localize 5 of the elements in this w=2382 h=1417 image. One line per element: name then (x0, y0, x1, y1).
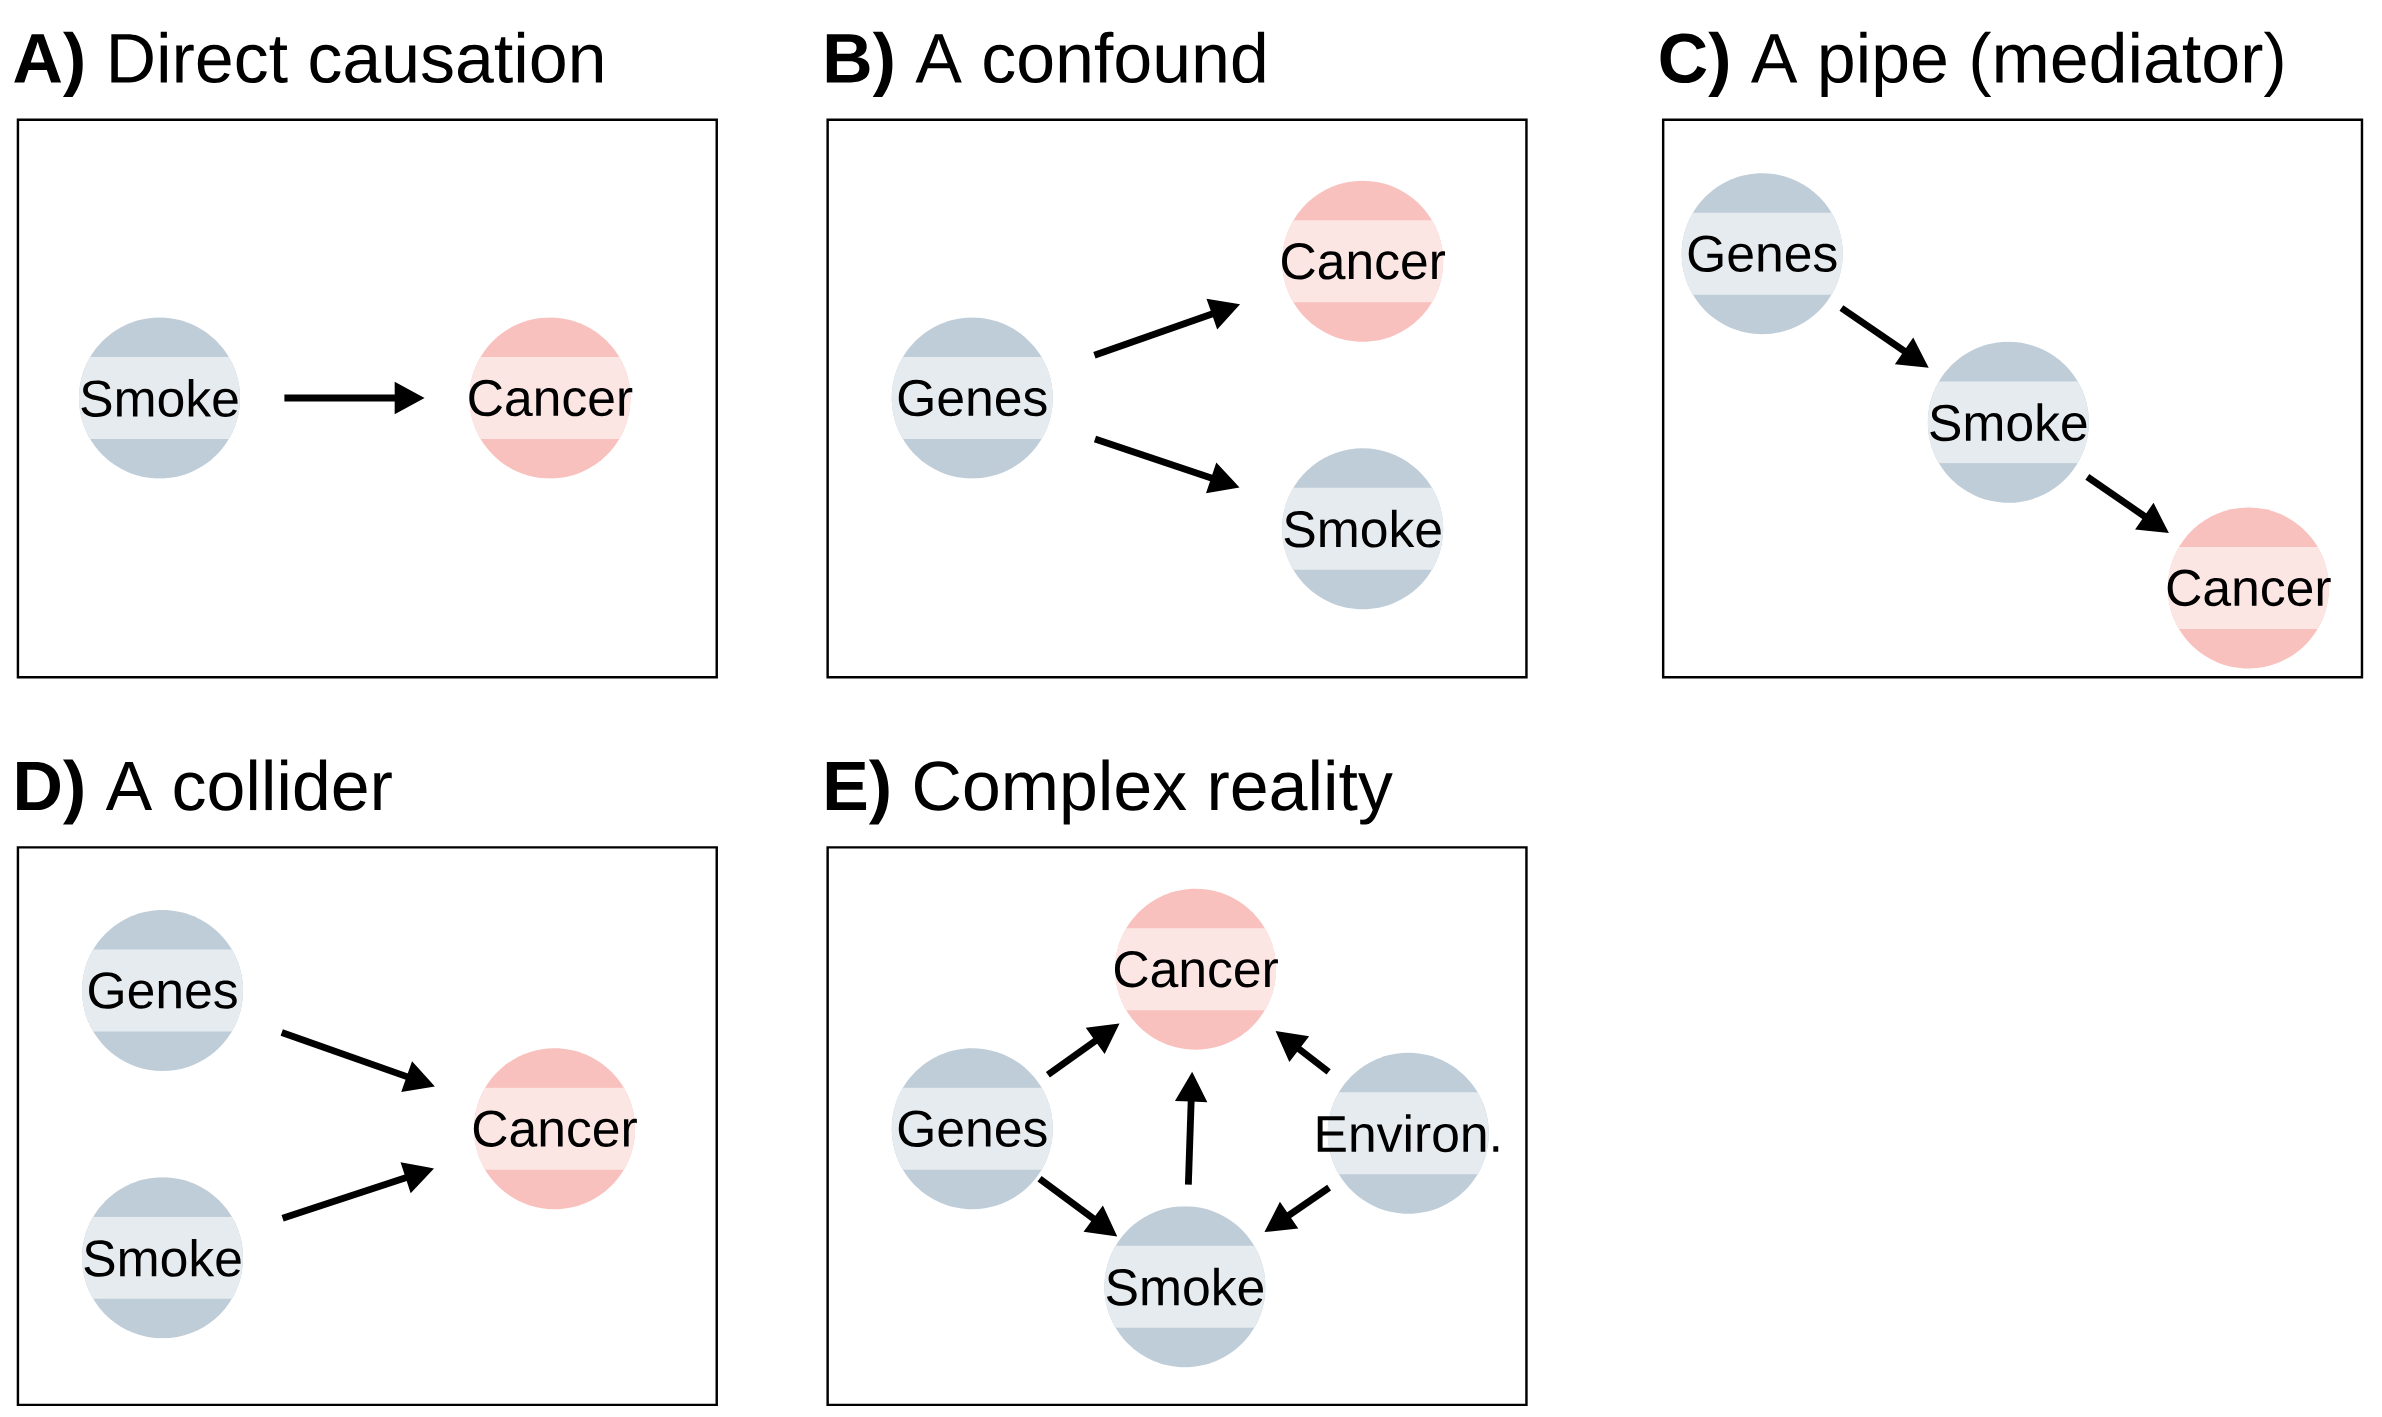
node-label: A) Direct causation (14, 31, 602, 97)
node-label: E) Complex reality (826, 759, 1393, 825)
node-label: C) A pipe (mediator) (1660, 31, 2283, 97)
node-label: B) A confound (826, 31, 1265, 97)
node-label: D) A collider (17, 759, 392, 825)
